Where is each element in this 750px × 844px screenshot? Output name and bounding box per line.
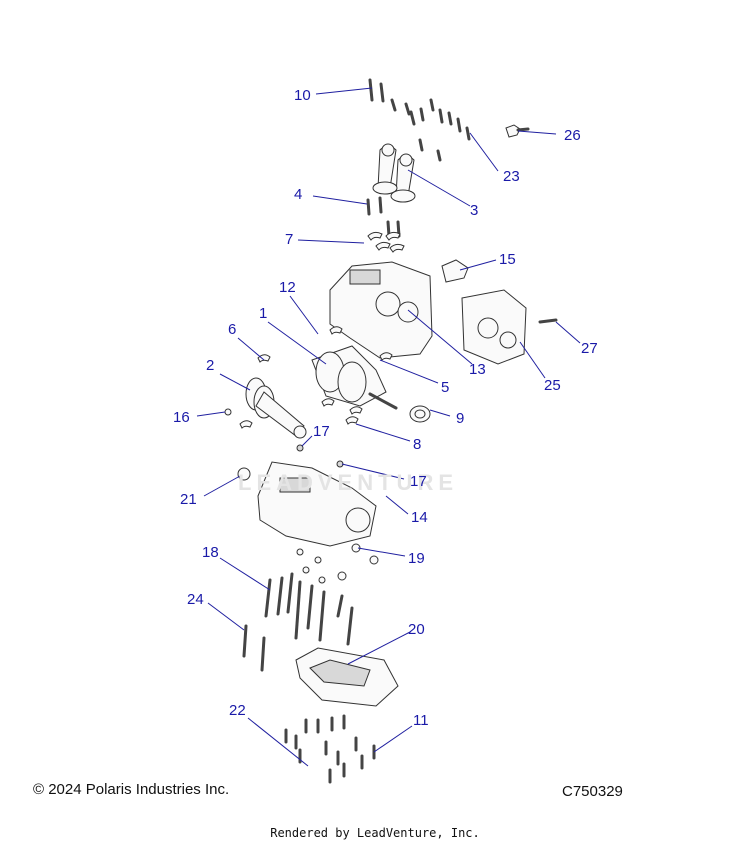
callout-19[interactable]: 19 bbox=[408, 550, 425, 567]
sensor-part bbox=[505, 124, 530, 138]
callout-24[interactable]: 24 bbox=[187, 591, 204, 608]
callout-2[interactable]: 2 bbox=[206, 357, 215, 374]
callout-15[interactable]: 15 bbox=[499, 251, 516, 268]
callout-25[interactable]: 25 bbox=[544, 377, 561, 394]
callout-23[interactable]: 23 bbox=[503, 168, 520, 185]
long-bolts-group bbox=[242, 572, 354, 672]
bolt-27-shape bbox=[538, 318, 558, 324]
upper-bolt-group bbox=[368, 78, 471, 162]
copyright-text: © 2024 Polaris Industries Inc. bbox=[33, 781, 230, 798]
callout-13[interactable]: 13 bbox=[469, 361, 486, 378]
callout-4[interactable]: 4 bbox=[294, 186, 303, 203]
leader-lines bbox=[196, 87, 581, 767]
balance-shaft bbox=[245, 377, 307, 439]
callout-16[interactable]: 16 bbox=[173, 409, 190, 426]
callout-10[interactable]: 10 bbox=[294, 87, 311, 104]
callout-6[interactable]: 6 bbox=[228, 321, 237, 338]
diagram-code: C750329 bbox=[562, 783, 623, 800]
callout-12[interactable]: 12 bbox=[279, 279, 296, 296]
callout-17-upper[interactable]: 17 bbox=[313, 423, 330, 440]
bottom-bolts-group bbox=[284, 714, 376, 784]
watermark: LEADVENTURE bbox=[238, 470, 459, 495]
seal-21-shape bbox=[237, 467, 251, 481]
callout-27[interactable]: 27 bbox=[581, 340, 598, 357]
callout-8[interactable]: 8 bbox=[413, 436, 422, 453]
callout-9[interactable]: 9 bbox=[456, 410, 465, 427]
main-bearings bbox=[239, 326, 393, 429]
lower-crankcase bbox=[257, 461, 377, 547]
nuts-group bbox=[296, 543, 379, 584]
crankshaft bbox=[311, 345, 398, 410]
cover-plate-part bbox=[441, 259, 469, 283]
oil-pan bbox=[295, 647, 399, 707]
callout-22[interactable]: 22 bbox=[229, 702, 246, 719]
callout-17-lower[interactable]: 17 bbox=[410, 473, 427, 490]
callout-14[interactable]: 14 bbox=[411, 509, 428, 526]
callout-21[interactable]: 21 bbox=[180, 491, 197, 508]
rod-bearings bbox=[367, 231, 405, 253]
rendered-by-text: Rendered by LeadVenture, Inc. bbox=[270, 826, 480, 840]
callout-18[interactable]: 18 bbox=[202, 544, 219, 561]
callout-26[interactable]: 26 bbox=[564, 127, 581, 144]
connecting-rods bbox=[366, 143, 416, 238]
callout-5[interactable]: 5 bbox=[441, 379, 450, 396]
callout-3[interactable]: 3 bbox=[470, 202, 479, 219]
plug-16-shape bbox=[224, 408, 232, 416]
callout-20[interactable]: 20 bbox=[408, 621, 425, 638]
callout-1[interactable]: 1 bbox=[259, 305, 268, 322]
pump-housing-part bbox=[461, 289, 527, 365]
callout-11[interactable]: 11 bbox=[413, 712, 429, 729]
upper-crankcase bbox=[329, 261, 433, 359]
callout-7[interactable]: 7 bbox=[285, 231, 294, 248]
